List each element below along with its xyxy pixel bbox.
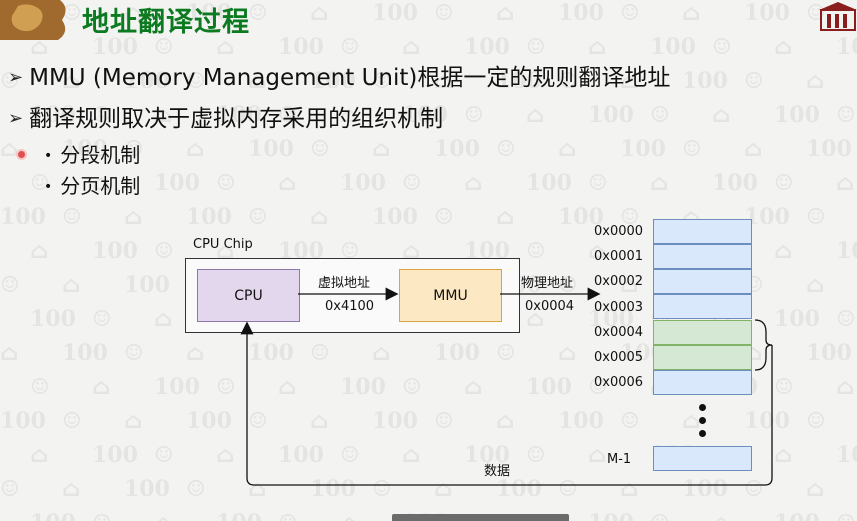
arrow-bullet-icon: ➢ [8, 67, 24, 88]
memory-cell [653, 370, 752, 395]
memory-address: 0x0002 [594, 274, 644, 289]
dot-bullet-icon: • [44, 179, 53, 195]
slide-title: 地址翻译过程 [82, 7, 250, 38]
memory-cell-last [653, 446, 752, 471]
ellipsis-dot [699, 430, 706, 437]
arrow-bullet-icon: ➢ [8, 108, 24, 129]
memory-address: 0x0004 [594, 325, 644, 340]
building-logo-icon [819, 2, 857, 31]
bullet-2-text: 翻译规则取决于虚拟内存采用的组织机制 [29, 106, 444, 132]
memory-cell [653, 294, 752, 319]
memory-address-last: M-1 [607, 452, 632, 467]
memory-cell [653, 244, 752, 269]
memory-address: 0x0003 [594, 300, 644, 315]
mmu-box: MMU [399, 269, 502, 322]
memory-cell-highlighted [653, 345, 752, 370]
memory-address: 0x0006 [594, 375, 644, 390]
virtual-address-label: 虚拟地址 [318, 276, 371, 291]
data-return-arrow [240, 321, 773, 486]
memory-brace [754, 319, 773, 371]
physical-address-label: 物理地址 [521, 276, 574, 291]
sub-bullet-1-text: 分段机制 [60, 143, 141, 167]
logo-icon [0, 0, 66, 40]
ellipsis-dot [699, 417, 706, 424]
sub-bullet-2-text: 分页机制 [60, 174, 141, 198]
sub-bullet-2: • 分页机制 [44, 170, 140, 199]
memory-cell [653, 269, 752, 294]
cpu-box: CPU [197, 269, 300, 322]
laser-pointer-dot [18, 151, 25, 158]
chip-label: CPU Chip [193, 237, 253, 252]
data-label: 数据 [484, 464, 511, 479]
memory-cell [653, 219, 752, 244]
bullet-1-text: MMU (Memory Management Unit)根据一定的规则翻译地址 [29, 65, 671, 91]
memory-address: 0x0005 [594, 350, 644, 365]
bottom-toolbar-handle[interactable] [392, 514, 569, 521]
dot-bullet-icon: • [44, 148, 53, 164]
bullet-1: ➢MMU (Memory Management Unit)根据一定的规则翻译地址 [8, 58, 670, 92]
virtual-address-value: 0x4100 [325, 299, 375, 314]
memory-address: 0x0000 [594, 224, 644, 239]
ellipsis-dot [699, 404, 706, 411]
memory-address: 0x0001 [594, 249, 644, 264]
memory-cell-highlighted [653, 320, 752, 345]
physical-address-value: 0x0004 [525, 299, 575, 314]
bullet-2: ➢翻译规则取决于虚拟内存采用的组织机制 [8, 99, 443, 133]
sub-bullet-1: • 分段机制 [44, 139, 140, 168]
